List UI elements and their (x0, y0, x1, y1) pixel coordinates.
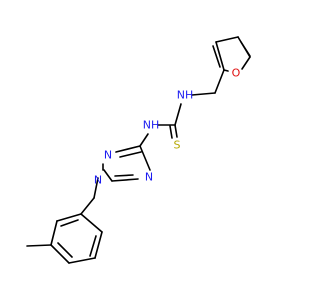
bonds (26, 36, 251, 264)
bond (89, 235, 97, 257)
bond (240, 41, 251, 57)
bond (50, 244, 70, 264)
thiourea-nh-left-label: NH (143, 119, 160, 132)
bond (60, 219, 79, 227)
bond (94, 231, 103, 259)
triazole-n2-label: N (104, 149, 112, 162)
bond (139, 133, 149, 147)
bond (215, 41, 225, 71)
furan-oxygen-label: O (232, 67, 241, 80)
bond (119, 151, 142, 158)
bond (111, 178, 139, 182)
atom-labels: O NH NH S N N N (94, 67, 241, 187)
bond (191, 92, 216, 96)
bond (139, 145, 151, 171)
bond (241, 56, 251, 70)
bond (80, 213, 103, 233)
bond (174, 124, 178, 138)
bond (114, 174, 134, 177)
thiourea-nh-top-label: NH (177, 89, 194, 102)
bond (68, 257, 96, 264)
bond (214, 69, 225, 94)
triazole-n4-label: N (145, 171, 153, 184)
bond (212, 45, 221, 68)
bond (174, 103, 182, 126)
bond (215, 36, 239, 43)
bond (80, 197, 95, 215)
bond (50, 220, 58, 246)
triazole-n1-label: N (94, 174, 102, 187)
bond (57, 242, 73, 258)
bond (93, 177, 99, 199)
bond (103, 169, 113, 182)
molecule-diagram: O NH NH S N N N (26, 36, 251, 264)
bond (169, 125, 173, 139)
bond (56, 213, 82, 222)
bond (115, 145, 141, 153)
thione-sulfur-label: S (174, 139, 181, 152)
bond (26, 244, 52, 247)
